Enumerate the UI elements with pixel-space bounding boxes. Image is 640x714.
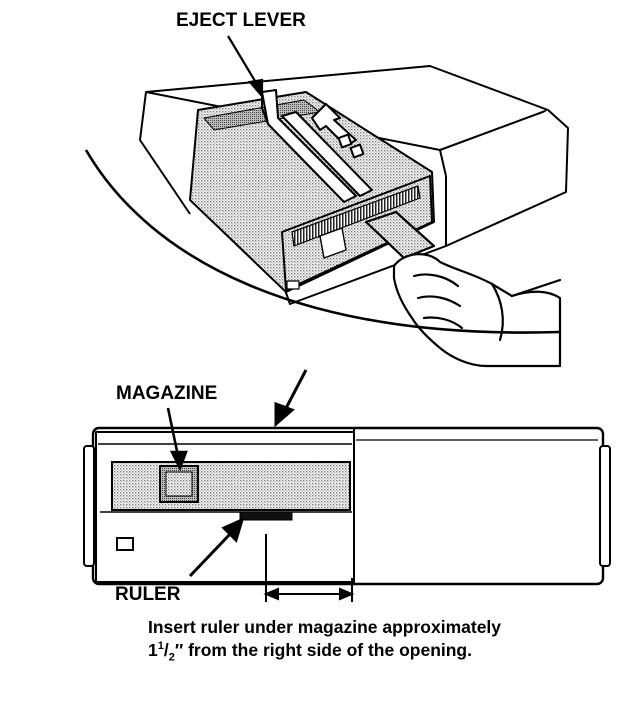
magazine-pointer	[166, 407, 188, 472]
caption-whole: 1	[148, 640, 158, 660]
caption-fraction-numerator: 1	[157, 640, 164, 653]
callout-curve	[84, 149, 561, 334]
caption-rest: ″ from the right side of the opening.	[174, 640, 472, 660]
ruler-pointer	[188, 517, 245, 578]
eject-lever-pointer	[227, 35, 264, 99]
caption-line-1: Insert ruler under magazine approximatel…	[148, 617, 502, 637]
view-transition-arrow	[274, 369, 308, 428]
caption-line-2: 11/2″ from the right side of the opening…	[148, 640, 472, 664]
magazine-front	[100, 461, 352, 513]
eject-lever-label: EJECT LEVER	[176, 10, 306, 31]
ruler-front	[239, 511, 293, 521]
ruler-label: RULER	[115, 584, 181, 605]
caption-fraction-denominator: 2	[168, 651, 175, 664]
magazine-label: MAGAZINE	[116, 383, 218, 404]
hand-with-ruler	[364, 210, 562, 368]
dimension-indicator	[263, 534, 355, 602]
front-indicator	[116, 537, 134, 551]
